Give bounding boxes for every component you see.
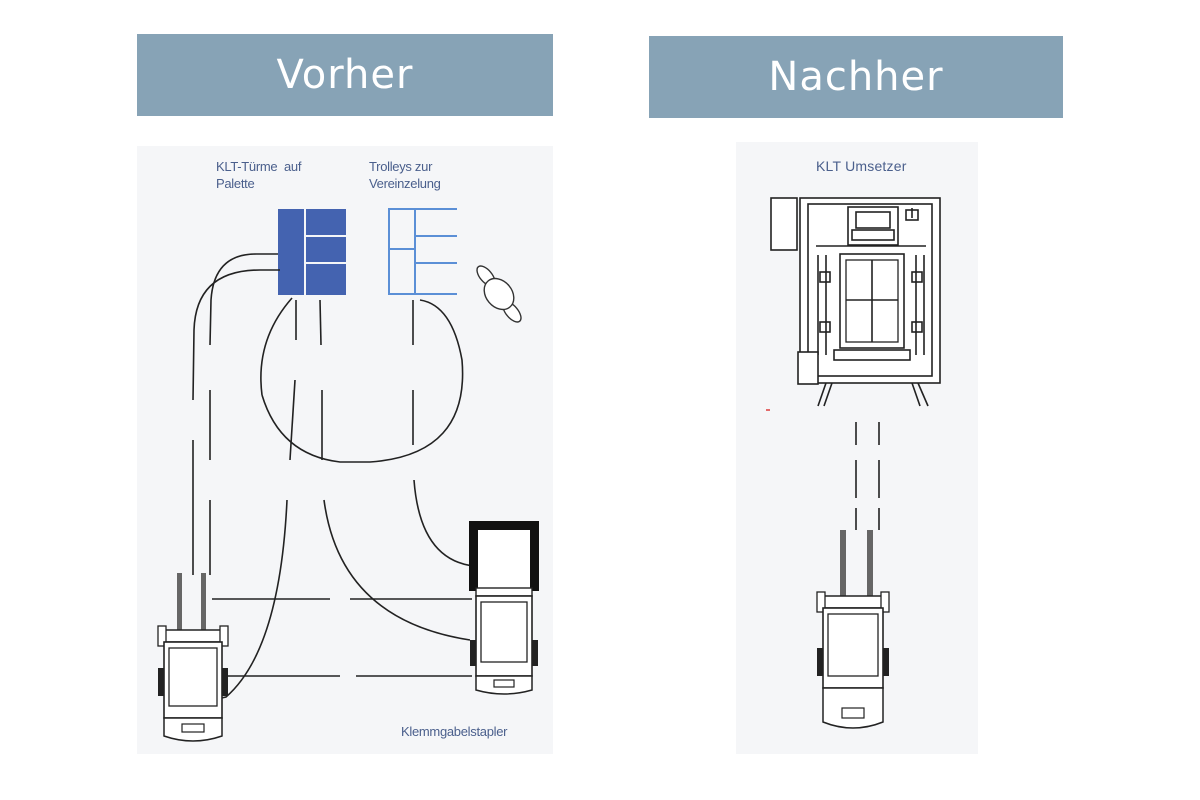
klt-towers-label: KLT-Türme auf Palette [216, 159, 302, 191]
forklift-left [157, 573, 229, 742]
operator-icon [476, 265, 522, 323]
trolleys-label: Trolleys zur Vereinzelung [369, 159, 441, 191]
header-before-text: Vorher [276, 52, 414, 98]
klt-towers [278, 209, 346, 295]
red-mark [766, 409, 770, 411]
header-before: Vorher [137, 34, 553, 116]
trolleys [388, 208, 457, 295]
flow-paths-before [192, 253, 475, 701]
header-after-text: Nachher [768, 54, 944, 100]
forklift-label: Klemmgabelstapler [401, 724, 508, 739]
forklift-after [816, 530, 890, 729]
flow-paths-after [855, 422, 880, 530]
converter-label: KLT Umsetzer [816, 158, 907, 174]
klt-converter [770, 197, 941, 407]
header-after: Nachher [649, 36, 1063, 118]
forklift-right [469, 521, 539, 695]
